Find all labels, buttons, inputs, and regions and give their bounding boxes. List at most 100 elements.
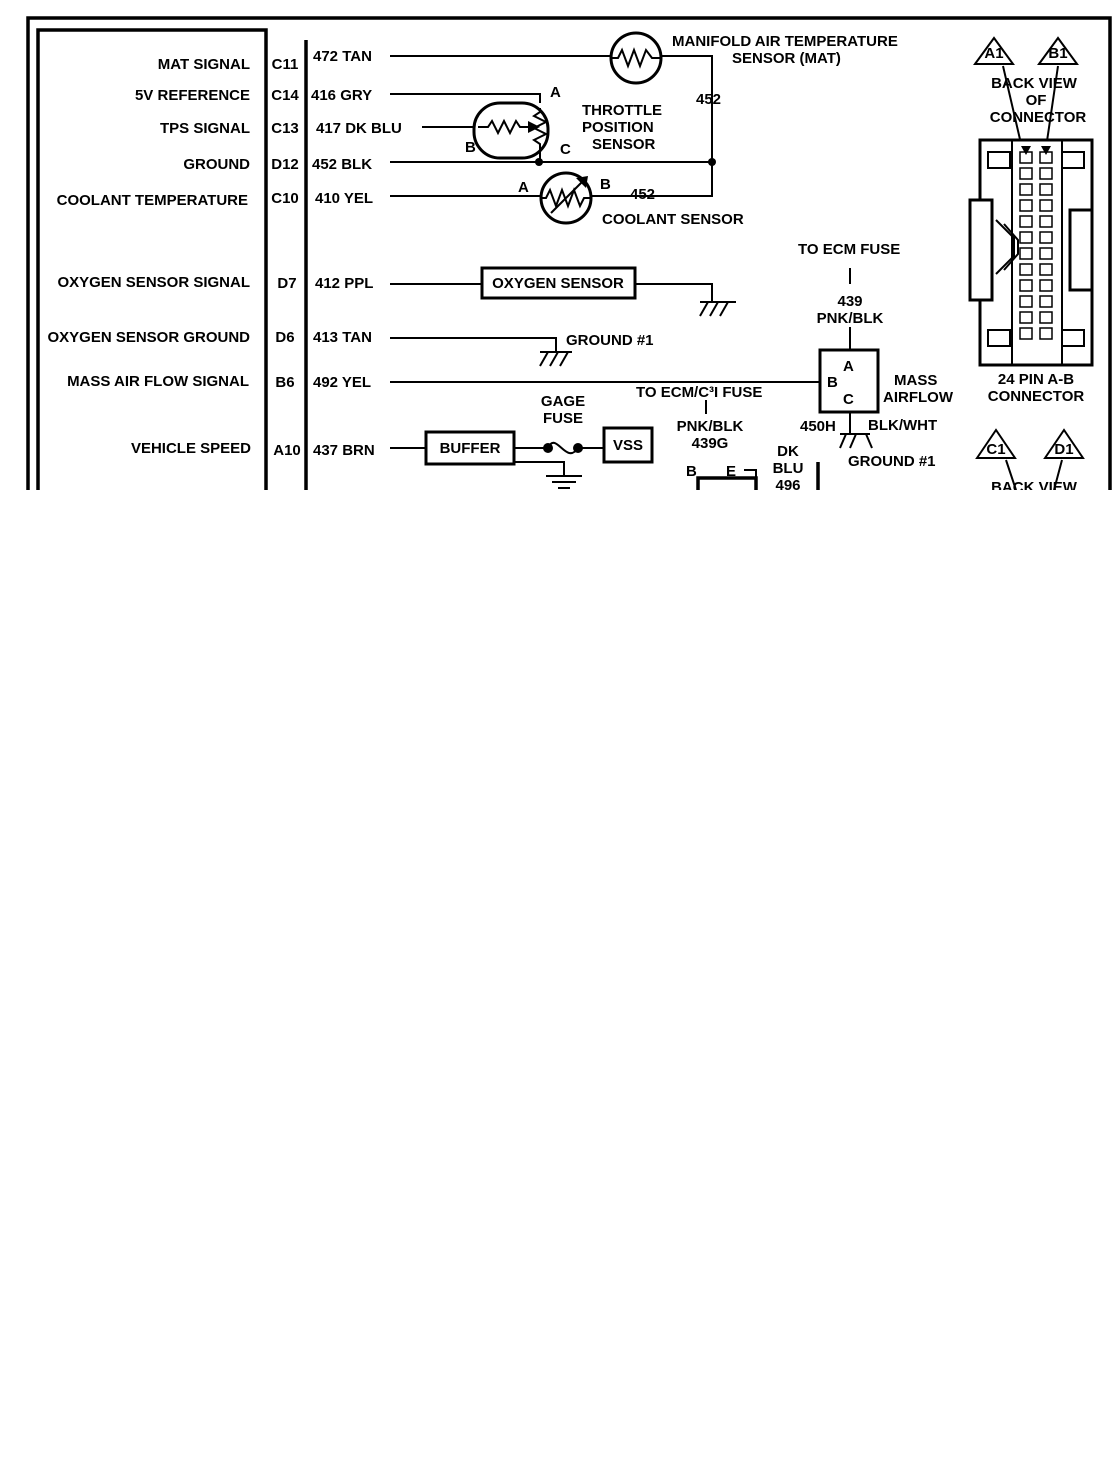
ecm-row-vehicle-speed: VEHICLE SPEED A10 437 BRN [131,440,375,459]
oxygen-sensor-label: OXYGEN SENSOR [492,275,624,292]
row-pin: D12 [271,156,299,173]
row-wire: 416 GRY [311,87,372,104]
gage-fuse-label-2: FUSE [543,410,583,427]
maf-circuit: TO ECM FUSE 439 PNK/BLK A B C MASS AIRFL… [390,241,954,470]
oxygen-ground-circuit: GROUND #1 [390,332,654,367]
maf-ground-wire-num: 450H [800,418,836,435]
connector-pin-cavity [1039,263,1053,276]
buffer-label: BUFFER [440,440,501,457]
dk-blu-label-2: BLU [773,460,804,477]
speed-wire-color: PNK/BLK [677,418,744,435]
mat-sensor-label-1: MANIFOLD AIR TEMPERATURE [672,33,898,50]
tag-d1: D1 [1054,441,1073,458]
dk-blu-label-1: DK [777,443,799,460]
tps-label-2: POSITION [582,119,654,136]
ecm-row-tps-signal: TPS SIGNAL C13 417 DK BLU [160,120,402,137]
maf-pin-a: A [843,358,854,375]
pin-count-label-2: CONNECTOR [988,388,1085,405]
tag-a1: A1 [984,45,1003,62]
connector-pin-cavity [1039,183,1053,196]
row-label: OXYGEN SENSOR GROUND [47,329,250,346]
row-pin: C11 [272,56,299,73]
pin-one-marker-icon [1021,146,1031,155]
triangle-b1 [1037,36,1079,65]
row-label: OXYGEN SENSOR SIGNAL [57,274,250,291]
tps-pin-c: C [560,141,571,158]
connector-pin-cavity [1019,247,1033,260]
maf-ground-label: GROUND #1 [848,453,936,470]
back-view-bottom: BACK VIEW [991,479,1078,496]
connector-pin-cavity [1039,231,1053,244]
ecm-row-coolant: COOLANT TEMPERATURE C10 410 YEL [57,190,374,209]
coolant-pin-b: B [600,176,611,193]
connector-pin-cavity [1019,311,1033,324]
row-pin: D6 [275,329,294,346]
maf-wire-color: PNK/BLK [817,310,884,327]
row-pin: D7 [277,275,296,292]
connector-pin-cavity [1019,215,1033,228]
connector-pin-cavity [1039,279,1053,292]
tps-label-3: SENSOR [592,136,656,153]
row-wire: 492 YEL [313,374,371,391]
ecm-row-oxygen-ground: OXYGEN SENSOR GROUND D6 413 TAN [47,329,371,346]
vss-label: VSS [613,437,643,454]
coolant-sensor-circuit: A B 452 COOLANT SENSOR [390,162,744,228]
row-label: COOLANT TEMPERATURE [57,192,248,209]
tps-pin-b: B [465,139,476,156]
gage-fuse-label-1: GAGE [541,393,585,410]
row-pin: A10 [273,442,301,459]
connector-pin-cavity [1019,279,1033,292]
row-label: 5V REFERENCE [135,87,250,104]
connector-pin-cavity [1039,199,1053,212]
back-view-2: OF [1026,92,1047,109]
maf-ground-wire-color: BLK/WHT [868,417,937,434]
connector-pin-cavity [1019,199,1033,212]
maf-label-1: MASS [894,372,937,389]
coolant-pin-a: A [518,179,529,196]
maf-sensor-box [818,348,880,414]
ecm-row-5v-reference: 5V REFERENCE C14 416 GRY [135,87,372,104]
mat-sensor-label-2: SENSOR (MAT) [732,50,841,67]
pin-grid [1019,146,1053,340]
back-view-1: BACK VIEW [991,75,1078,92]
row-label: GROUND [183,156,250,173]
dk-blu-label-3: 496 [775,477,800,494]
connector-pin-cavity [1039,215,1053,228]
vss-box [602,426,654,464]
connector-ab: A1 B1 BACK VIEW OF CONNECTOR 24 PIN A-B … [968,36,1094,496]
connector-pin-cavity [1039,167,1053,180]
pin-one-marker-icon [1041,146,1051,155]
row-wire: 437 BRN [313,442,375,459]
row-wire: 417 DK BLU [316,120,402,137]
connector-pin-cavity [1039,295,1053,308]
connector-pin-cavity [1019,327,1033,340]
connector-pin-cavity [1019,183,1033,196]
connector-pin-cavity [1019,231,1033,244]
row-label: VEHICLE SPEED [131,440,251,457]
ground-1-label: GROUND #1 [566,332,654,349]
connector-pin-cavity [1019,295,1033,308]
row-wire: 412 PPL [315,275,373,292]
tag-c1: C1 [986,441,1005,458]
connector-pin-cavity [1039,311,1053,324]
row-label: MAT SIGNAL [158,56,250,73]
maf-wire-num: 439 [837,293,862,310]
speed-to-fuse: TO ECM/C³I FUSE [636,384,762,401]
row-pin: B6 [275,374,294,391]
connector-pin-cavity [1019,167,1033,180]
maf-label-2: AIRFLOW [883,389,954,406]
triangle-c1 [975,428,1017,459]
row-label: TPS SIGNAL [160,120,250,137]
vehicle-speed-circuit: BUFFER GAGE FUSE VSS TO ECM/C³I FUSE PNK… [390,384,820,494]
connector-pin-cavity [1039,327,1053,340]
ecm-row-maf-signal: MASS AIR FLOW SIGNAL B6 492 YEL [67,373,371,391]
tag-b1: B1 [1048,45,1067,62]
speed-wire-num: 439G [692,435,729,452]
row-wire: 410 YEL [315,190,373,207]
ecm-row-ground: GROUND D12 452 BLK [183,156,372,173]
speed-pin-e: E [726,463,736,480]
tps-label-1: THROTTLE [582,102,662,119]
mat-sensor-circuit: MANIFOLD AIR TEMPERATURE SENSOR (MAT) 45… [390,31,898,162]
maf-to-fuse: TO ECM FUSE [798,241,900,258]
oxygen-sensor-box [480,266,637,300]
